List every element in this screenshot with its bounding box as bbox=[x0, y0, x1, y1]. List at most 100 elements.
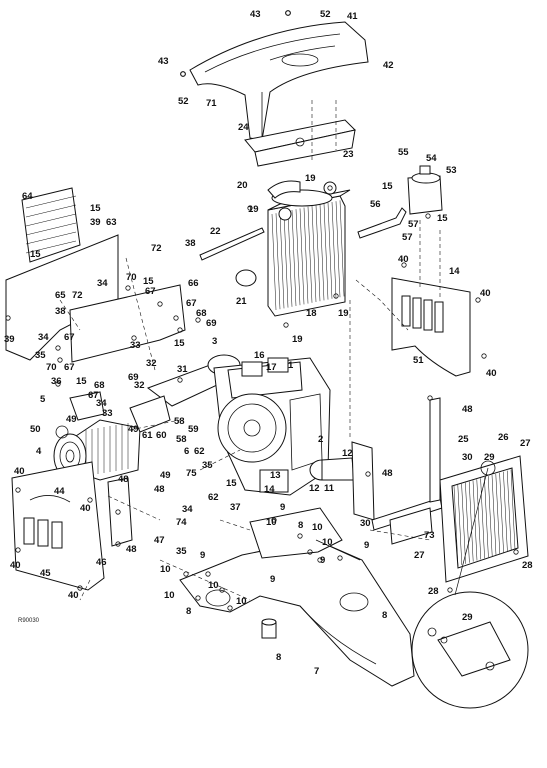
overflow-hose bbox=[357, 207, 407, 239]
bolt bbox=[180, 71, 186, 77]
callout-69: 69 bbox=[206, 318, 217, 329]
callout-43: 43 bbox=[158, 56, 169, 67]
callout-15: 15 bbox=[437, 213, 448, 224]
callout-35: 35 bbox=[202, 460, 213, 471]
callout-9: 9 bbox=[280, 502, 285, 513]
callout-67: 67 bbox=[88, 390, 99, 401]
bolt bbox=[173, 315, 179, 321]
callout-40: 40 bbox=[14, 466, 25, 477]
callout-57: 57 bbox=[402, 232, 413, 243]
callout-5: 5 bbox=[40, 394, 46, 405]
callout-15: 15 bbox=[143, 276, 154, 287]
bolt bbox=[337, 555, 343, 561]
callout-15: 15 bbox=[76, 376, 87, 387]
callout-65: 65 bbox=[55, 290, 66, 301]
bolt bbox=[55, 381, 61, 387]
callout-8: 8 bbox=[276, 652, 281, 663]
bolt bbox=[87, 497, 93, 503]
callout-12: 12 bbox=[309, 483, 320, 494]
callout-40: 40 bbox=[486, 368, 497, 379]
callout-20: 20 bbox=[237, 180, 248, 191]
alignment-lines bbox=[59, 100, 441, 601]
callout-28: 28 bbox=[428, 586, 439, 597]
callout-27: 27 bbox=[520, 438, 531, 449]
bolt bbox=[55, 345, 61, 351]
callout-17: 17 bbox=[266, 362, 277, 373]
callout-67: 67 bbox=[186, 298, 197, 309]
tie-rod bbox=[199, 227, 265, 261]
callout-54: 54 bbox=[426, 153, 437, 164]
callout-38: 38 bbox=[55, 306, 66, 317]
callout-61: 61 bbox=[142, 430, 153, 441]
callout-10: 10 bbox=[160, 564, 171, 575]
callout-40: 40 bbox=[480, 288, 491, 299]
callout-62: 62 bbox=[194, 446, 205, 457]
callout-64: 64 bbox=[22, 191, 33, 202]
callout-69: 69 bbox=[128, 372, 139, 383]
callout-8: 8 bbox=[382, 610, 387, 621]
callout-70: 70 bbox=[126, 272, 137, 283]
callout-32: 32 bbox=[134, 380, 145, 391]
callout-67: 67 bbox=[64, 332, 75, 343]
callout-70: 70 bbox=[46, 362, 57, 373]
callout-15: 15 bbox=[174, 338, 185, 349]
callout-10: 10 bbox=[208, 580, 219, 591]
callout-12: 12 bbox=[342, 448, 353, 459]
left-frame-plate bbox=[69, 284, 186, 363]
callout-40: 40 bbox=[80, 503, 91, 514]
callout-21: 21 bbox=[236, 296, 247, 307]
callout-35: 35 bbox=[35, 350, 46, 361]
callout-labels: 43 52 41 43 42 52 71 24 23 55 54 53 20 1… bbox=[4, 9, 533, 677]
callout-50: 50 bbox=[30, 424, 41, 435]
bolt bbox=[115, 541, 121, 547]
callout-75: 75 bbox=[186, 468, 197, 479]
bolt bbox=[297, 533, 303, 539]
callout-48: 48 bbox=[118, 474, 129, 485]
callout-44: 44 bbox=[54, 486, 65, 497]
left-shroud bbox=[5, 187, 119, 361]
bolt bbox=[247, 205, 253, 211]
callout-58: 58 bbox=[174, 416, 185, 427]
callout-39: 39 bbox=[90, 217, 101, 228]
callout-9: 9 bbox=[200, 550, 205, 561]
callout-4: 4 bbox=[36, 446, 42, 457]
callout-48: 48 bbox=[126, 544, 137, 555]
callout-56: 56 bbox=[370, 199, 381, 210]
callout-67: 67 bbox=[145, 286, 156, 297]
callout-13: 13 bbox=[270, 470, 281, 481]
callout-30: 30 bbox=[462, 452, 473, 463]
bolt bbox=[195, 595, 201, 601]
callout-46: 46 bbox=[96, 557, 107, 568]
coolant-recovery-tank bbox=[407, 165, 443, 215]
callout-2: 2 bbox=[318, 434, 323, 445]
callout-60: 60 bbox=[156, 430, 167, 441]
hood-shroud bbox=[189, 21, 369, 141]
bolt bbox=[125, 285, 131, 291]
bolt bbox=[15, 487, 21, 493]
callout-73: 73 bbox=[424, 530, 435, 541]
callout-49: 49 bbox=[128, 424, 139, 435]
bolt bbox=[227, 605, 233, 611]
bracket-plate bbox=[244, 119, 356, 167]
callout-68: 68 bbox=[94, 380, 105, 391]
callout-33: 33 bbox=[130, 340, 141, 351]
callout-38: 38 bbox=[185, 238, 196, 249]
side-panel-right bbox=[391, 277, 471, 377]
callout-34: 34 bbox=[182, 504, 193, 515]
bolt bbox=[327, 185, 333, 191]
callout-31: 31 bbox=[177, 364, 188, 375]
bolt bbox=[365, 471, 371, 477]
callout-15: 15 bbox=[90, 203, 101, 214]
callout-52: 52 bbox=[320, 9, 331, 20]
bolt bbox=[317, 557, 323, 563]
callout-26: 26 bbox=[498, 432, 509, 443]
bolt bbox=[195, 317, 201, 323]
callout-8: 8 bbox=[298, 520, 303, 531]
bolt bbox=[271, 517, 277, 523]
callout-40: 40 bbox=[10, 560, 21, 571]
callout-34: 34 bbox=[97, 278, 108, 289]
callout-23: 23 bbox=[343, 149, 354, 160]
bolt bbox=[77, 585, 83, 591]
callout-29: 29 bbox=[484, 452, 495, 463]
drawing-code: R90030 bbox=[18, 618, 40, 624]
